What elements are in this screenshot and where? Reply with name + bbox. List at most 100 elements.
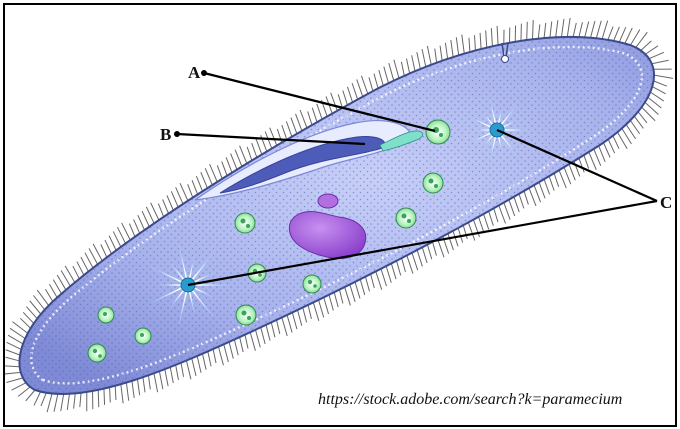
cilium xyxy=(451,40,453,57)
cilium xyxy=(550,21,552,37)
cilium xyxy=(567,18,570,37)
food-vacuole xyxy=(236,305,256,325)
cilium xyxy=(286,121,291,136)
food-vacuole xyxy=(303,275,321,293)
cilium xyxy=(308,305,311,319)
cilium xyxy=(391,263,396,279)
cilium xyxy=(12,383,26,390)
cilium xyxy=(371,274,375,288)
cilium xyxy=(186,361,191,380)
cilium xyxy=(645,46,658,54)
cilium xyxy=(484,214,489,229)
cilium xyxy=(544,23,546,38)
cilium xyxy=(491,28,492,46)
cilium xyxy=(240,146,247,164)
cilium xyxy=(381,269,387,286)
micronucleus xyxy=(318,194,338,208)
cilium xyxy=(445,43,447,59)
cilium xyxy=(324,297,329,314)
cilium xyxy=(235,150,242,167)
cilium xyxy=(499,205,506,223)
cilium xyxy=(252,143,257,157)
cilium xyxy=(652,87,665,94)
food-vacuole xyxy=(235,213,255,233)
cilium xyxy=(8,335,23,344)
cilium xyxy=(53,280,61,294)
cilium xyxy=(77,262,84,276)
cilium xyxy=(205,168,212,185)
cilium xyxy=(292,313,297,330)
cilium xyxy=(361,76,367,94)
cilium xyxy=(142,211,149,227)
cilium xyxy=(596,21,601,39)
cilium xyxy=(357,79,363,96)
cilium xyxy=(23,312,34,323)
cilium xyxy=(538,24,540,38)
cilium xyxy=(427,245,431,260)
cilium xyxy=(412,253,418,270)
cilium xyxy=(384,67,389,84)
cilium xyxy=(313,302,319,320)
food-vacuole xyxy=(396,208,416,228)
food-vacuole xyxy=(88,344,106,362)
cilium xyxy=(105,240,112,254)
cilium xyxy=(480,33,481,49)
cilium xyxy=(422,247,427,263)
cilium xyxy=(176,365,179,380)
label-b: B xyxy=(160,126,171,143)
cilium xyxy=(188,184,193,197)
cilium xyxy=(497,26,498,45)
cilium xyxy=(282,317,287,335)
cilium xyxy=(347,87,352,102)
cilium xyxy=(389,63,394,81)
cilium xyxy=(54,394,58,412)
cilium xyxy=(6,350,20,355)
cilium xyxy=(549,176,554,190)
cilium xyxy=(132,381,134,398)
label-a: A xyxy=(188,64,200,81)
cilium xyxy=(608,27,613,40)
cilium xyxy=(20,318,30,328)
cilium xyxy=(369,77,373,91)
cilium xyxy=(519,194,524,208)
food-vacuole xyxy=(98,307,114,323)
cilium xyxy=(296,114,302,131)
cilium xyxy=(226,157,232,172)
cilium xyxy=(222,161,227,175)
cilium xyxy=(634,116,643,128)
label-c: C xyxy=(660,194,672,211)
cilium xyxy=(468,222,475,240)
cilium xyxy=(334,292,338,307)
figure-frame: A B C https://stock.adobe.com/search?k=p… xyxy=(3,3,677,427)
cilium xyxy=(196,176,202,191)
cilium xyxy=(213,349,216,363)
cilium xyxy=(650,92,664,101)
cilium xyxy=(435,49,437,63)
cilium xyxy=(360,279,365,295)
cilium xyxy=(579,22,583,37)
source-url: https://stock.adobe.com/search?k=paramec… xyxy=(318,391,622,409)
cilium xyxy=(402,258,406,272)
cilium xyxy=(544,179,550,194)
cilium xyxy=(163,199,169,213)
cilium xyxy=(352,83,358,99)
cilium xyxy=(379,70,383,86)
cilium xyxy=(564,167,571,184)
cilium xyxy=(115,386,116,400)
cilium xyxy=(197,356,201,373)
cilium xyxy=(81,257,89,271)
cilium xyxy=(5,372,21,374)
cilium xyxy=(630,120,639,133)
cilium xyxy=(529,188,536,206)
cilium xyxy=(412,55,415,71)
cilium xyxy=(599,146,606,162)
cilium xyxy=(527,22,528,40)
cilium xyxy=(218,347,223,366)
cilium xyxy=(208,351,211,366)
cilium xyxy=(532,20,533,39)
cilium xyxy=(625,28,632,44)
cilium xyxy=(514,197,519,212)
cilium xyxy=(229,342,233,359)
cilium xyxy=(350,284,355,301)
cilium xyxy=(401,62,404,76)
